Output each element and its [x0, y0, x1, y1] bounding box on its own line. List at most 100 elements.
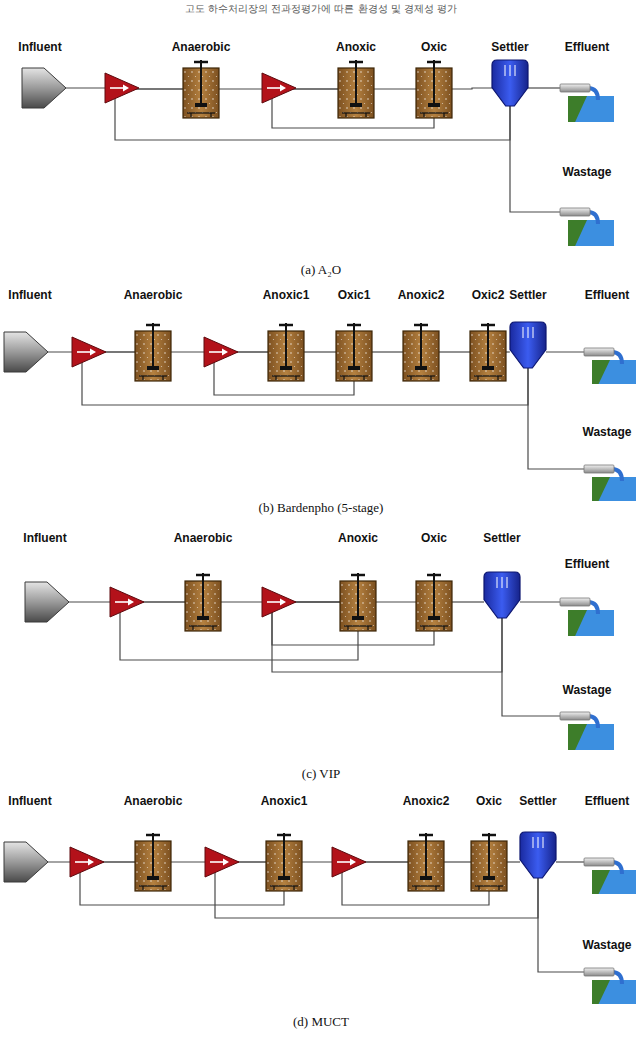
icon-shape	[185, 573, 221, 631]
pipe-line	[452, 88, 492, 89]
icon-shape	[266, 833, 302, 891]
figure-caption: (c) VIP	[302, 766, 340, 782]
mixer-symbol	[110, 587, 144, 617]
settler-baffle	[507, 577, 508, 588]
icon-shape	[336, 323, 372, 381]
icon-shape	[338, 60, 374, 118]
unit-label: Oxic1	[338, 288, 371, 302]
settler-baffle	[515, 65, 516, 76]
mixer-paddle	[147, 876, 159, 880]
ground-block	[592, 980, 636, 1004]
figure-caption: (d) MUCT	[293, 1014, 349, 1030]
unit-label: Settler	[491, 40, 528, 54]
settler-baffle	[497, 577, 498, 588]
water-block	[575, 610, 614, 636]
pipe-line	[510, 106, 560, 212]
unit-label: Anoxic2	[403, 794, 450, 808]
mixer-symbol	[72, 337, 106, 367]
outlet-pipe	[560, 84, 590, 92]
diffuser-leg	[190, 113, 191, 117]
settler-baffle	[538, 837, 539, 848]
pipe-line	[374, 88, 416, 89]
running-header: 고도 하수처리장의 전과정평가에 따른 환경성 및 경제성 평가	[0, 2, 642, 15]
pipe-line	[506, 351, 510, 352]
unit-label: Anoxic	[338, 531, 378, 545]
discharge-icon: Effluent	[560, 598, 614, 636]
mixer-paddle	[195, 103, 207, 107]
icon-shape	[22, 68, 66, 108]
unit-label: Anaerobic	[124, 794, 183, 808]
pipe-line	[502, 618, 560, 716]
icon-shape	[135, 833, 171, 891]
mixer-shaft	[488, 833, 490, 879]
unit-label: Influent	[8, 288, 51, 302]
icon-shape	[520, 832, 556, 878]
icon-shape	[416, 60, 452, 118]
diffuser-leg	[293, 886, 294, 890]
pipe-line	[304, 351, 336, 352]
unit-label: Oxic	[476, 794, 502, 808]
mixer-symbol	[205, 847, 239, 877]
icon-shape	[340, 573, 376, 631]
mixer-shaft	[433, 573, 435, 619]
outlet-pipe	[560, 598, 590, 606]
discharge-icon: Effluent	[584, 348, 636, 384]
ground-block	[592, 360, 636, 384]
mixer-shaft	[487, 323, 489, 369]
icon-shape	[584, 465, 636, 501]
icon-shape	[584, 858, 636, 894]
settler-baffle	[533, 327, 534, 338]
icon-shape	[484, 572, 520, 618]
diffuser-leg	[192, 626, 193, 630]
diffuser-leg	[443, 113, 444, 117]
unit-label: Anoxic2	[398, 288, 445, 302]
pipe-line	[528, 368, 584, 469]
reactor-tank: Oxic	[471, 833, 507, 891]
settler-tank: Settler	[484, 572, 520, 618]
mixer-paddle	[428, 103, 440, 107]
unit-label: Anoxic	[336, 40, 376, 54]
diffuser-leg	[343, 376, 344, 380]
influent-arrow: Influent	[4, 332, 48, 372]
settler-baffle	[533, 837, 534, 848]
outlet-pipe	[560, 712, 590, 720]
outlet-pipe	[584, 858, 614, 866]
mixer-symbol	[262, 73, 296, 103]
pipe-line	[272, 602, 502, 672]
mixer-symbol	[332, 847, 366, 877]
diffuser-leg	[345, 113, 346, 117]
water-block	[575, 96, 614, 122]
unit-label: Anaerobic	[174, 531, 233, 545]
reactor-tank: Oxic1	[336, 323, 372, 381]
reactor-tank: Anoxic1	[268, 323, 304, 381]
diffuser-leg	[443, 626, 444, 630]
pipe-line	[439, 351, 470, 352]
mixer-shaft	[425, 833, 427, 879]
ground-block	[568, 96, 614, 122]
icon-shape	[183, 60, 219, 118]
mixer-paddle	[350, 103, 362, 107]
unit-label: Effluent	[565, 557, 610, 571]
ground-block	[568, 220, 614, 246]
diffuser-leg	[415, 886, 416, 890]
unit-label: Wastage	[583, 425, 632, 439]
pipe-line	[528, 87, 560, 88]
settler-baffle	[528, 327, 529, 338]
discharge-icon: Wastage	[560, 712, 614, 750]
diffuser-leg	[212, 626, 213, 630]
diffuser-leg	[423, 113, 424, 117]
pipe-line	[120, 602, 358, 660]
mixer-paddle	[415, 366, 427, 370]
pipe-line	[507, 861, 520, 862]
reactor-tank: Oxic	[416, 573, 452, 631]
mixer-paddle	[352, 616, 364, 620]
unit-label: Oxic	[421, 40, 447, 54]
discharge-icon: Wastage	[584, 465, 636, 501]
ground-block	[592, 870, 636, 894]
unit-label: Wastage	[563, 683, 612, 697]
icon-shape	[560, 598, 614, 636]
mixer-shaft	[355, 60, 357, 106]
mixer-shaft	[152, 323, 154, 369]
diffuser-leg	[497, 376, 498, 380]
